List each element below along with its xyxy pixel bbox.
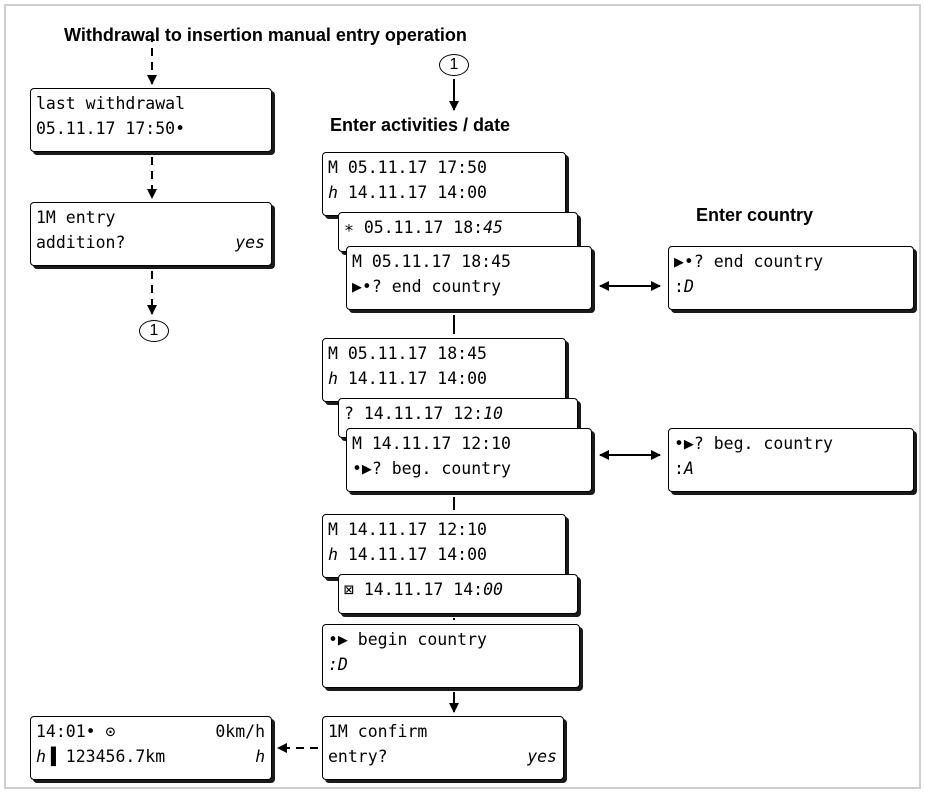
display-text: ? 14.11.17 12: <box>344 404 484 423</box>
display-line: 1M entry <box>36 208 116 227</box>
display-line: M 05.11.17 18:45 <box>328 344 487 363</box>
display-begin-country: •▶ begin country :D <box>322 624 580 688</box>
display-line: ℎ 14.11.17 14:00 <box>328 369 487 388</box>
display-activity-3: M 14.11.17 12:10 ℎ 14.11.17 14:00 <box>322 514 566 578</box>
display-line: 14:01• ⊙ 0km/h <box>36 719 265 744</box>
display-line: ℎ 14.11.17 14:00 <box>328 545 487 564</box>
display-confirm-entry: 1M confirm entry? yes <box>322 716 564 780</box>
display-entry-addition: 1M entry addition? yes <box>30 202 272 266</box>
display-line: M 14.11.17 12:10 <box>328 520 487 539</box>
display-line: ℎ▐ 123456.7km ℎ <box>36 744 265 769</box>
display-line: entry? yes <box>328 744 557 769</box>
display-line: ℎ 14.11.17 14:00 <box>328 183 487 202</box>
display-last-withdrawal: last withdrawal 05.11.17 17:50• <box>30 88 272 152</box>
connector-marker-1-left: 1 <box>139 320 169 342</box>
display-line: :D <box>328 655 348 674</box>
display-value: D <box>683 277 694 296</box>
display-line: •▶ begin country <box>328 630 487 649</box>
display-activity-2: M 05.11.17 18:45 ℎ 14.11.17 14:00 <box>322 338 566 402</box>
display-text: ? end country <box>371 277 502 296</box>
display-activity-1-detail: ∗ 05.11.17 18:45 <box>338 212 578 252</box>
display-activity-1: M 05.11.17 17:50 ℎ 14.11.17 14:00 <box>322 152 566 216</box>
display-value: 0km/h <box>215 722 265 741</box>
display-value: 10 <box>483 404 503 423</box>
display-line: :D <box>674 274 907 299</box>
display-value: yes <box>235 233 265 252</box>
display-line: M 05.11.17 18:45 <box>352 252 511 271</box>
display-text: addition? <box>36 233 126 252</box>
end-country-icon: ▶• <box>352 277 372 296</box>
display-activity-3-detail: ⊠ 14.11.17 14:00 <box>338 574 578 614</box>
connector-marker-1-center: 1 <box>439 54 469 76</box>
enter-country-label: Enter country <box>696 205 814 225</box>
display-value: 45 <box>483 218 503 237</box>
display-value: 00 <box>483 580 503 599</box>
display-text: : <box>674 459 684 478</box>
display-line: 1M confirm <box>328 722 428 741</box>
display-text: ⊠ 14.11.17 14: <box>344 580 484 599</box>
display-text: : <box>674 277 684 296</box>
begin-country-icon: •▶ <box>352 459 372 478</box>
display-line: addition? yes <box>36 230 265 255</box>
display-end-country-query: M 05.11.17 18:45 ▶•? end country <box>346 246 592 310</box>
display-standard: 14:01• ⊙ 0km/h ℎ▐ 123456.7km ℎ <box>30 716 272 780</box>
display-line: •▶? beg. country <box>674 434 833 453</box>
display-line: M 14.11.17 12:10 <box>352 434 511 453</box>
display-line: •▶? beg. country <box>352 456 585 481</box>
display-text: ? beg. country <box>371 459 511 478</box>
display-line: M 05.11.17 17:50 <box>328 158 487 177</box>
display-value: yes <box>527 747 557 766</box>
display-text: ∗ 05.11.17 18: <box>344 218 484 237</box>
display-begin-country-query: M 14.11.17 12:10 •▶? beg. country <box>346 428 592 492</box>
diagram-title: Withdrawal to insertion manual entry ope… <box>64 25 467 45</box>
display-line: ⊠ 14.11.17 14:00 <box>344 577 571 602</box>
display-line: ∗ 05.11.17 18:45 <box>344 215 571 240</box>
display-line: ? 14.11.17 12:10 <box>344 401 571 426</box>
display-text: ℎ▐ 123456.7km <box>36 747 166 766</box>
display-value: A <box>683 459 694 478</box>
display-select-begin-country: •▶? beg. country :A <box>668 428 914 492</box>
display-text: 14:01• ⊙ <box>36 722 116 741</box>
display-line: last withdrawal <box>36 94 186 113</box>
display-select-end-country: ▶•? end country :D <box>668 246 914 310</box>
enter-activities-label: Enter activities / date <box>330 115 511 135</box>
display-line: :A <box>674 456 907 481</box>
display-line: 05.11.17 17:50• <box>36 119 186 138</box>
display-line: ▶•? end country <box>352 274 585 299</box>
display-line: ▶•? end country <box>674 252 824 271</box>
display-text: entry? <box>328 747 388 766</box>
diagram-frame <box>4 4 921 789</box>
display-value: ℎ <box>255 747 265 766</box>
